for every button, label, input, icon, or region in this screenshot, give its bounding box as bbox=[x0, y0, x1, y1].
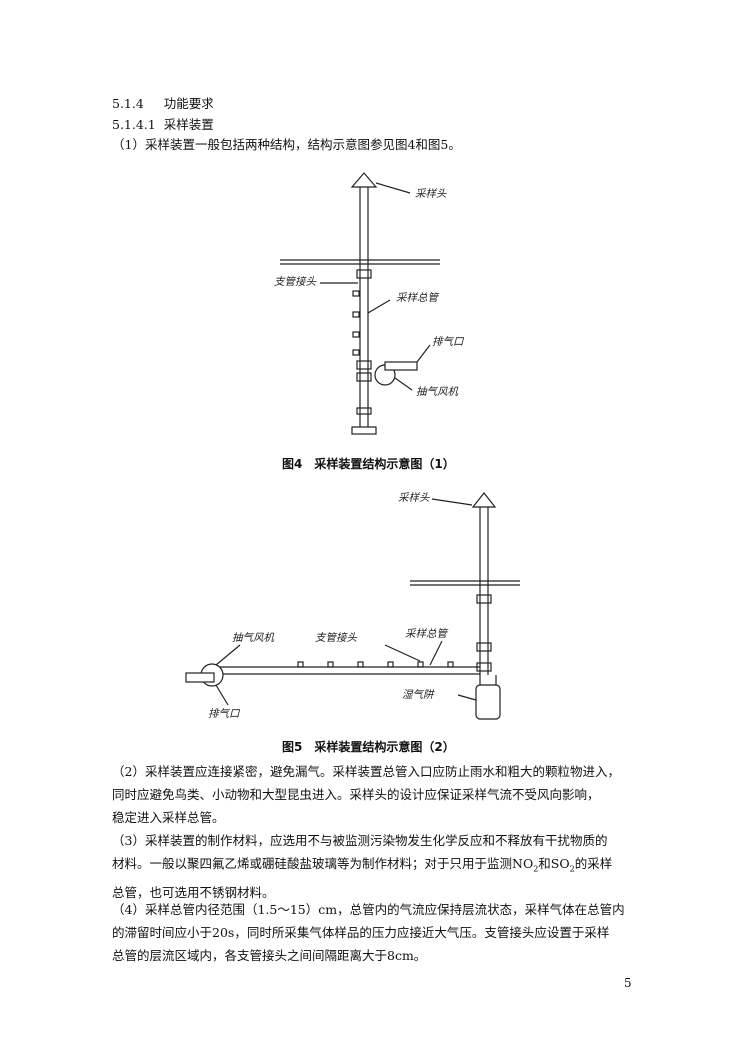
paragraph-4-line-3: 总管的层流区域内，各支管接头之间间隔距离大于8cm。 bbox=[112, 948, 427, 963]
p3-text-c: 的采样 bbox=[574, 856, 613, 871]
label-fan: 抽气风机 bbox=[416, 386, 458, 398]
no2-subscript: 2 bbox=[533, 864, 539, 874]
paragraph-3-line-3: 总管，也可选用不锈钢材料。 bbox=[112, 884, 275, 900]
paragraph-2-line-2: 同时应避免鸟类、小动物和大型昆虫进入。采样头的设计应保证采样气流不受风向影响， bbox=[112, 787, 600, 802]
p3-text-b: 和SO bbox=[538, 856, 570, 871]
label-main-pipe: 采样总管 bbox=[396, 292, 439, 304]
paragraph-4-line-2: 的滞留时间应小于20s，同时所采集气体样品的压力应接近大气压。支管接头应设置于采… bbox=[112, 925, 610, 940]
label-main-pipe-2: 采样总管 bbox=[405, 628, 448, 640]
paragraph-2: （2）采样装置应连接紧密，避免漏气。采样装置总管入口应防止雨水和粗大的颗粒物进入… bbox=[112, 760, 642, 829]
paragraph-2-line-3: 稳定进入采样总管。 bbox=[112, 810, 225, 825]
label-branch-joint: 支管接头 bbox=[274, 276, 316, 288]
sampling-head-cap bbox=[350, 172, 378, 188]
figure-4-caption: 图4 采样装置结构示意图（1） bbox=[282, 457, 455, 471]
paragraph-4-line-1: （4）采样总管内径范围（1.5～15）cm，总管内的气流应保持层流状态，采样气体… bbox=[112, 902, 625, 917]
paragraph-3: （3）采样装置的制作材料，应选用不与被监测污染物发生化学反应和不释放有干扰物质的… bbox=[112, 829, 642, 904]
sampling-head-cap-2 bbox=[471, 492, 497, 508]
figure-5-caption: 图5 采样装置结构示意图（2） bbox=[282, 740, 455, 754]
figure-4-diagram: 采样头 支管接头 采样总管 排气口 抽气风机 bbox=[274, 172, 465, 435]
intro-paragraph: （1）采样装置一般包括两种结构，结构示意图参见图4和图5。 bbox=[112, 137, 461, 152]
moisture-trap-shape bbox=[475, 684, 501, 720]
section-number: 5.1.4 bbox=[112, 96, 144, 111]
label-sampling-head: 采样头 bbox=[415, 188, 447, 200]
paragraph-3-line-2: 材料。一般以聚四氟乙烯或硼硅酸盐玻璃等为制作材料；对于只用于监测NO2和SO2的… bbox=[112, 852, 642, 881]
figure-5-diagram: 采样头 抽气风机 支管接头 采样总管 排气口 湿气阱 bbox=[185, 492, 520, 720]
subsection-heading: 5.1.4.1 采样装置 bbox=[112, 117, 214, 133]
p3-text-a: 材料。一般以聚四氟乙烯或硼硅酸盐玻璃等为制作材料；对于只用于监测NO bbox=[112, 856, 534, 871]
paragraph-2-line-1: （2）采样装置应连接紧密，避免漏气。采样装置总管入口应防止雨水和粗大的颗粒物进入… bbox=[112, 764, 620, 779]
label-sampling-head-2: 采样头 bbox=[398, 492, 430, 504]
page-number: 5 bbox=[624, 976, 632, 990]
section-title: 功能要求 bbox=[163, 96, 214, 111]
so2-subscript: 2 bbox=[569, 864, 575, 874]
label-exhaust: 排气口 bbox=[432, 336, 465, 348]
subsection-number: 5.1.4.1 bbox=[112, 117, 156, 132]
subsection-title: 采样装置 bbox=[163, 117, 214, 132]
label-moisture-trap: 湿气阱 bbox=[402, 689, 435, 701]
label-branch-joint-2: 支管接头 bbox=[315, 632, 357, 644]
label-exhaust-2: 排气口 bbox=[208, 708, 241, 720]
paragraph-4: （4）采样总管内径范围（1.5～15）cm，总管内的气流应保持层流状态，采样气体… bbox=[112, 898, 642, 967]
label-fan-2: 抽气风机 bbox=[232, 632, 274, 644]
section-heading: 5.1.4 功能要求 bbox=[112, 96, 214, 112]
paragraph-3-line-1: （3）采样装置的制作材料，应选用不与被监测污染物发生化学反应和不释放有干扰物质的 bbox=[112, 833, 608, 848]
